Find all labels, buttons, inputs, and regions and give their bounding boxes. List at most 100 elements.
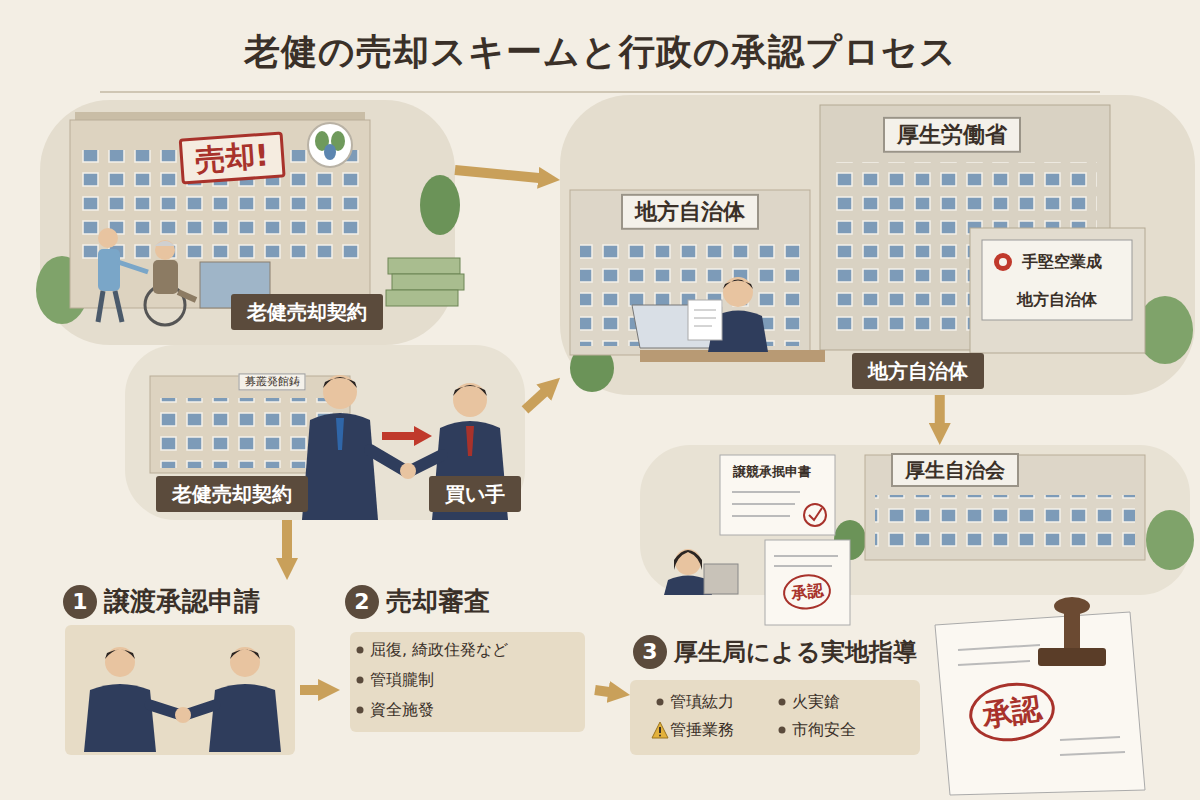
handshake [84, 684, 156, 752]
clerk-with-clipboard [774, 565, 832, 567]
official-at-desk [723, 277, 753, 307]
caregiver-and-wheelchair [98, 291, 103, 322]
scene-backdrop [640, 445, 1190, 595]
ministry-sign: 厚生労働省 [883, 117, 1021, 153]
flow-arrow [935, 395, 945, 429]
scene-backdrop [40, 100, 455, 345]
business-people [400, 463, 416, 479]
step-title: 譲渡承認申請 [104, 586, 260, 617]
bullet-item: 管捶業務 [670, 720, 734, 739]
clerk-with-clipboard [774, 555, 838, 557]
bullet-item: 資全施發 [370, 700, 434, 719]
handshake [188, 705, 215, 714]
warning-icon [659, 735, 661, 737]
rubber-stamp [1038, 597, 1106, 666]
business-people [453, 385, 487, 396]
clerk-with-clipboard [704, 564, 738, 594]
approval-stamp: 承認 [781, 572, 832, 612]
flow-arrow [282, 520, 292, 564]
flow-arrow [300, 685, 324, 695]
official-at-desk [694, 310, 716, 311]
application-document [809, 508, 822, 520]
clerk-with-clipboard [765, 540, 850, 625]
approval-document [958, 661, 1030, 665]
office-band: 地方自治体 [852, 353, 984, 389]
official-at-desk [694, 318, 716, 319]
agency-sign: 手堅空業成 [1022, 252, 1102, 271]
official-at-desk [688, 300, 722, 340]
step-panel-ground [65, 625, 920, 755]
application-document [720, 455, 835, 535]
official-at-desk [723, 280, 753, 290]
business-people [323, 375, 357, 409]
caregiver-and-wheelchair [178, 292, 196, 300]
caregiver-and-wheelchair [155, 240, 175, 260]
care-facility [308, 123, 352, 167]
contract-band: 老健売却契約 [156, 476, 308, 512]
care-facility [70, 120, 370, 308]
scene-backdrop [40, 95, 1195, 595]
handshake [105, 650, 135, 660]
bullet-dot [357, 677, 364, 684]
handshake [175, 707, 191, 723]
handshake [230, 647, 260, 677]
building-sign: 募叢発館鋳 [239, 373, 306, 390]
step-title: 売却審査 [386, 586, 490, 617]
approval-document [1060, 752, 1125, 755]
business-people [453, 383, 487, 417]
application-document [732, 503, 795, 505]
approval-document [958, 645, 1040, 650]
municipal-office [570, 190, 810, 355]
application-document [732, 515, 790, 517]
bullet-item: 管瑣朧制 [370, 670, 434, 689]
business-people [382, 432, 415, 440]
caregiver-and-wheelchair [98, 228, 196, 325]
handshake [84, 647, 281, 752]
welfare-building [875, 495, 1135, 553]
clerk-with-clipboard [664, 540, 850, 625]
official-at-desk [632, 277, 825, 362]
bullet-item: 管瑱紘力 [670, 692, 734, 711]
application-document [732, 491, 800, 493]
step-panel: 3厚生局による実地指導管瑱紘力火実鎗管捶業務市徇安全 [630, 635, 925, 760]
building-sign: 厚生自治会 [891, 453, 1019, 487]
office-sign: 地方自治体 [621, 194, 759, 230]
money-stack [386, 258, 464, 306]
bullet-dot [357, 647, 364, 654]
care-facility [324, 144, 336, 160]
money-stack [388, 258, 460, 274]
rubber-stamp [1038, 648, 1106, 666]
business-people [323, 377, 357, 388]
agency-building [970, 228, 1145, 353]
buyer-band: 買い手 [429, 476, 521, 512]
agency-sign: 地方自治体 [1017, 290, 1097, 309]
money-stack [386, 290, 458, 306]
bullet-dot [779, 699, 786, 706]
business-people [370, 450, 404, 470]
bullet-dot [779, 727, 786, 734]
tree [1146, 510, 1194, 570]
clerk-with-clipboard [674, 550, 702, 570]
step-panel: 2売却審査屈復, 綺政住発など管瑣朧制資全施發 [340, 580, 595, 740]
bullet-item: 火実鎗 [792, 692, 840, 711]
money-stack [392, 274, 464, 290]
scene-backdrop [125, 345, 525, 520]
sale-stamp: 売却! [179, 131, 286, 184]
handshake [105, 647, 135, 677]
caregiver-and-wheelchair [98, 228, 118, 248]
agency-building [970, 228, 1145, 353]
approval-document [935, 612, 1145, 795]
business-people [466, 426, 474, 456]
business-people [302, 413, 378, 520]
flow-arrow [595, 690, 614, 693]
approval-stamp: 承認 [965, 677, 1058, 746]
agency-building [999, 258, 1007, 266]
care-facility [70, 112, 370, 308]
application-document [804, 504, 826, 526]
step-number: 2 [345, 585, 379, 619]
business-people [336, 418, 344, 450]
caregiver-and-wheelchair [115, 291, 122, 322]
tree [420, 175, 460, 235]
